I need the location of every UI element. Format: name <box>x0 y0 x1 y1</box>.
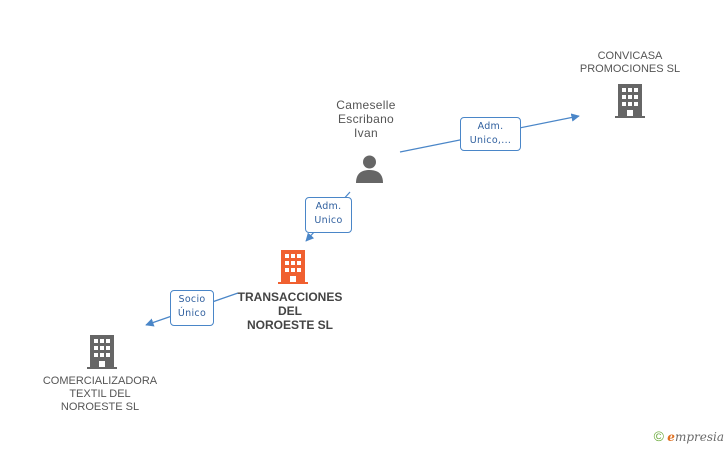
transacciones-name-line: TRANSACCIONES <box>237 290 343 304</box>
edge-label-line: Adm. <box>477 121 504 132</box>
edge-label-adm-unico-convicasa[interactable]: Adm. Unico,... <box>460 117 521 151</box>
person-node-label[interactable]: Cameselle Escribano Ivan <box>318 98 414 140</box>
comercializadora-name-line: NOROESTE SL <box>60 401 140 413</box>
person-name-line: Escribano <box>337 112 395 126</box>
convicasa-name-line: PROMOCIONES SL <box>579 63 681 75</box>
convicasa-name-line: CONVICASA <box>597 50 663 62</box>
brand-name: mpresia <box>674 430 724 444</box>
building-icon[interactable] <box>615 84 645 118</box>
comercializadora-node-label[interactable]: COMERCIALIZADORA TEXTIL DEL NOROESTE SL <box>30 375 170 414</box>
convicasa-node-label[interactable]: CONVICASA PROMOCIONES SL <box>560 50 700 76</box>
person-name-line: Cameselle <box>336 98 396 112</box>
transacciones-name-line: NOROESTE SL <box>246 318 333 332</box>
brand-initial: e <box>667 430 675 444</box>
empresia-logo[interactable]: © empresia <box>654 428 724 444</box>
edge-label-line: Único <box>177 308 207 319</box>
person-icon[interactable] <box>355 154 384 183</box>
copyright-symbol: © <box>653 428 664 444</box>
person-name-line: Ivan <box>354 126 378 140</box>
edge-label-adm-unico-transacciones[interactable]: Adm. Unico <box>305 197 352 233</box>
building-icon[interactable] <box>87 335 117 369</box>
edge-label-line: Adm. <box>315 201 342 212</box>
edge-label-line: Unico,... <box>469 135 512 146</box>
comercializadora-name-line: COMERCIALIZADORA <box>42 375 158 387</box>
edge-label-line: Socio <box>178 294 206 305</box>
transacciones-node-label[interactable]: TRANSACCIONES DEL NOROESTE SL <box>228 290 352 332</box>
comercializadora-name-line: TEXTIL DEL <box>69 388 131 400</box>
transacciones-name-line: DEL <box>278 304 302 318</box>
edge-label-socio-unico[interactable]: Socio Único <box>170 290 214 326</box>
edge-label-line: Unico <box>314 215 343 226</box>
building-icon[interactable] <box>278 250 308 284</box>
